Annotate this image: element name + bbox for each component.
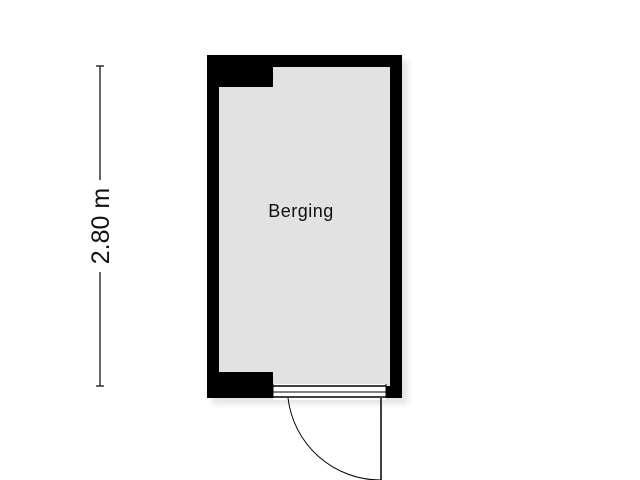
- dimension-line-height: [86, 65, 114, 387]
- room-label: Berging: [268, 201, 334, 221]
- corner-wall-bottom-left: [219, 372, 273, 386]
- corner-wall-top-left: [219, 67, 273, 87]
- door-swing-arc: [287, 397, 381, 480]
- dimension-label-height: 2.80 m: [87, 188, 115, 264]
- door-frame: [272, 384, 387, 398]
- room-floor: [219, 67, 390, 386]
